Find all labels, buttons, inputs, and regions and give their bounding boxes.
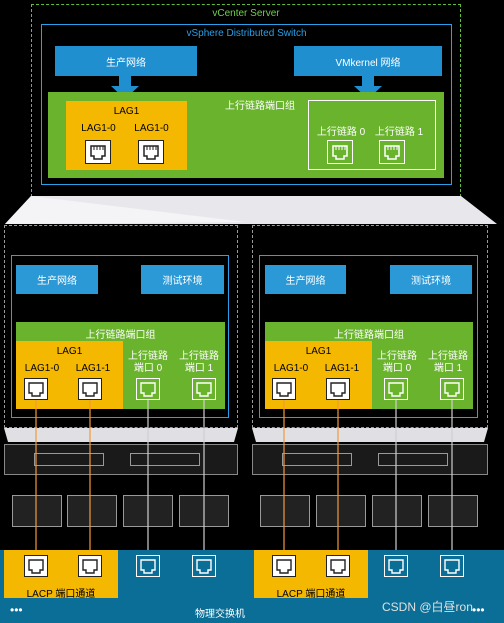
arrow-down-icon — [111, 74, 139, 99]
ethernet-port-icon — [136, 378, 160, 405]
uplink-portgroup-title: 上行链路端口组 — [225, 101, 295, 112]
lacp-port-channel-label: LACP 端口通道 — [276, 589, 346, 600]
ethernet-port-icon — [24, 378, 48, 405]
ethernet-port-icon — [440, 555, 464, 582]
lag1-port-label: LAG1-0 — [134, 123, 169, 134]
cable-lines — [35, 390, 453, 555]
ethernet-port-icon — [78, 378, 102, 405]
ethernet-port-icon — [440, 378, 464, 405]
host-uplink-portgroup-title: 上行链路端口组 — [334, 330, 404, 341]
host-lag-port-label: LAG1-0 — [24, 363, 60, 374]
vmkernel-network-label: VMkernel 网络 — [335, 57, 401, 69]
nic-card — [372, 495, 422, 527]
ethernet-port-icon — [326, 378, 350, 405]
ethernet-port-icon — [272, 378, 296, 405]
ethernet-port-icon — [24, 555, 48, 582]
switch-status-dots: ••• — [10, 603, 23, 617]
host-lag-port-label: LAG1-1 — [75, 363, 111, 374]
nic-card — [428, 495, 478, 527]
ethernet-port-icon — [136, 555, 160, 582]
host-prod-network[interactable]: 生产网络 — [16, 265, 98, 294]
nic-card — [316, 495, 366, 527]
host-proxy-switch — [11, 255, 229, 418]
host-proxy-switch — [259, 255, 478, 418]
ethernet-port-icon — [384, 555, 408, 582]
esxi-host-frame — [252, 225, 488, 428]
lacp-port-channel-label: LACP 端口通道 — [26, 589, 96, 600]
vmkernel-network-portgroup[interactable]: VMkernel 网络 — [294, 46, 442, 76]
ethernet-port-icon — [326, 555, 350, 582]
uplink-label: 上行链路 0 — [316, 127, 366, 138]
host-prod-network-label: 生产网络 — [285, 276, 326, 287]
distributed-switch-frame — [41, 24, 452, 185]
nic-card — [67, 495, 117, 527]
uplink-box — [308, 100, 436, 170]
projection-wedge — [4, 428, 488, 442]
host-uplink-label: 上行链路 端口 1 — [428, 351, 468, 374]
ethernet-port-icon — [379, 140, 405, 169]
host-lag1-title: LAG1 — [305, 346, 332, 357]
uplink-label: 上行链路 1 — [374, 127, 424, 138]
lag1-title: LAG1 — [113, 106, 140, 117]
host-uplink-label: 上行链路 端口 0 — [377, 351, 417, 374]
vcenter-title: vCenter Server — [212, 8, 280, 19]
host-test-env-label: 测试环境 — [162, 276, 203, 287]
arrow-down-icon — [354, 74, 382, 99]
server-chassis — [252, 444, 488, 475]
nic-card — [260, 495, 310, 527]
server-slot — [378, 453, 448, 466]
ethernet-port-icon — [192, 378, 216, 405]
lag1-port-label: LAG1-0 — [81, 123, 116, 134]
server-slot — [34, 453, 104, 466]
server-slot — [282, 453, 352, 466]
ethernet-port-icon — [78, 555, 102, 582]
switch-status-dots: ••• — [472, 603, 485, 617]
host-prod-network-label: 生产网络 — [37, 276, 77, 287]
host-test-env-label: 测试环境 — [411, 276, 451, 287]
distributed-switch-title: vSphere Distributed Switch — [186, 28, 307, 39]
host-test-env[interactable]: 测试环境 — [390, 265, 472, 294]
esxi-host-frame — [4, 225, 238, 428]
ethernet-port-icon — [192, 555, 216, 582]
host-prod-network[interactable]: 生产网络 — [265, 265, 346, 294]
host-uplink-label: 上行链路 端口 0 — [128, 351, 168, 374]
ethernet-port-icon — [327, 140, 353, 169]
ethernet-port-icon — [85, 140, 111, 169]
prod-network-portgroup[interactable]: 生产网络 — [55, 46, 197, 76]
physical-switch-label: 物理交换机 — [195, 609, 245, 620]
ethernet-port-icon — [272, 555, 296, 582]
host-uplink-portgroup-title: 上行链路端口组 — [85, 330, 156, 341]
prod-network-label: 生产网络 — [106, 57, 146, 69]
host-uplink-label: 上行链路 端口 1 — [179, 351, 219, 374]
server-slot — [130, 453, 200, 466]
watermark: CSDN @白昼ron — [382, 600, 473, 614]
host-test-env[interactable]: 测试环境 — [141, 265, 224, 294]
ethernet-port-icon — [384, 378, 408, 405]
ethernet-port-icon — [138, 140, 164, 169]
host-lag-port-label: LAG1-1 — [324, 363, 360, 374]
host-lag-port-label: LAG1-0 — [273, 363, 309, 374]
host-lag1-title: LAG1 — [56, 346, 83, 357]
projection-wedge — [5, 196, 497, 224]
nic-card — [12, 495, 62, 527]
